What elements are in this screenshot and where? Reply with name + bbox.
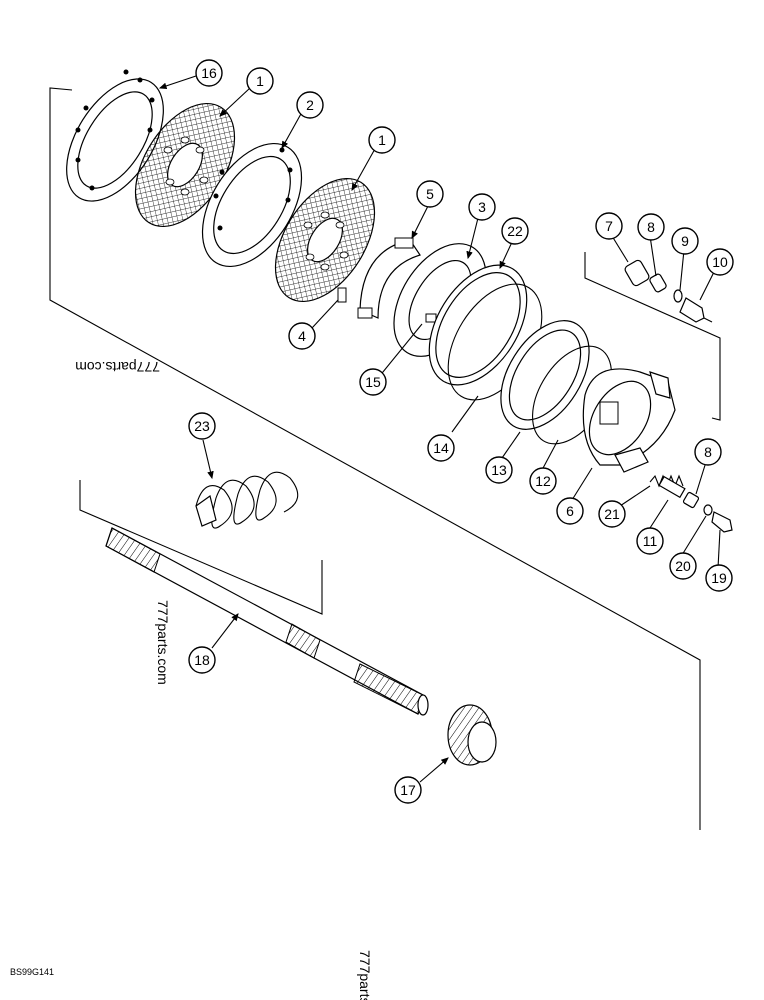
- spacer-8-upper: [649, 273, 667, 293]
- callout-2: 2: [296, 91, 324, 119]
- svg-text:1: 1: [378, 132, 386, 148]
- callout-7: 7: [595, 212, 623, 240]
- callout-10: 10: [706, 248, 734, 276]
- callout-5: 5: [416, 180, 444, 208]
- callout-1-upper: 1: [246, 67, 274, 95]
- assembly-boundary-lines: [49, 87, 721, 830]
- callout-16: 16: [195, 59, 223, 87]
- svg-text:18: 18: [194, 652, 210, 668]
- bolt-19: [711, 511, 733, 533]
- callout-15: 15: [359, 368, 387, 396]
- callout-22: 22: [501, 217, 529, 245]
- callout-23: 23: [188, 412, 216, 440]
- svg-text:17: 17: [400, 782, 416, 798]
- svg-text:14: 14: [433, 440, 449, 456]
- callout-4: 4: [288, 322, 316, 350]
- watermark-text-1: 777parts.com: [75, 359, 160, 375]
- shaft-18: [105, 527, 429, 716]
- callout-18: 18: [188, 646, 216, 674]
- svg-text:4: 4: [298, 328, 306, 344]
- svg-text:19: 19: [711, 570, 727, 586]
- svg-text:12: 12: [535, 473, 551, 489]
- callout-13: 13: [485, 456, 513, 484]
- callout-9: 9: [671, 227, 699, 255]
- bolt-10: [679, 297, 713, 323]
- spacer-8-lower: [682, 491, 700, 509]
- callout-21: 21: [598, 500, 626, 528]
- separator-plate-2: [201, 142, 303, 268]
- svg-text:13: 13: [491, 462, 507, 478]
- actuator-disc-5: [357, 237, 421, 319]
- svg-text:21: 21: [604, 506, 620, 522]
- svg-text:11: 11: [643, 533, 658, 549]
- callout-3: 3: [468, 193, 496, 221]
- leader-lines: [158, 75, 721, 783]
- bushing-7: [624, 259, 650, 287]
- gear-17: [447, 704, 497, 766]
- svg-text:6: 6: [566, 503, 574, 519]
- washer-9: [673, 289, 683, 303]
- svg-text:15: 15: [365, 374, 381, 390]
- svg-text:16: 16: [201, 65, 217, 81]
- svg-text:9: 9: [681, 233, 689, 249]
- figure-code: BS99G141: [10, 967, 54, 977]
- washer-20: [703, 504, 713, 516]
- callout-12: 12: [529, 467, 557, 495]
- piston-13: [500, 320, 590, 430]
- svg-text:8: 8: [704, 444, 712, 460]
- callout-11: 11: [636, 527, 664, 555]
- callout-19: 19: [705, 564, 733, 592]
- svg-text:5: 5: [426, 186, 434, 202]
- callout-1-lower: 1: [368, 126, 396, 154]
- svg-text:3: 3: [478, 199, 486, 215]
- pin-11: [658, 475, 686, 499]
- spring-23: [195, 471, 299, 529]
- housing-6: [582, 368, 676, 473]
- svg-text:7: 7: [605, 218, 613, 234]
- svg-text:22: 22: [507, 223, 523, 239]
- svg-text:23: 23: [194, 418, 210, 434]
- watermark-text-3: 777parts.com: [357, 950, 373, 1000]
- callout-14: 14: [427, 434, 455, 462]
- svg-text:2: 2: [306, 97, 314, 113]
- svg-text:20: 20: [675, 558, 691, 574]
- friction-disc-1-lower: [274, 177, 376, 303]
- callout-20: 20: [669, 552, 697, 580]
- svg-text:8: 8: [647, 219, 655, 235]
- pin-4: [337, 287, 347, 303]
- callout-17: 17: [394, 776, 422, 804]
- friction-disc-1-upper: [134, 102, 236, 228]
- svg-text:1: 1: [256, 73, 264, 89]
- svg-text:10: 10: [712, 254, 728, 270]
- watermark-text-2: 777parts.com: [155, 600, 171, 685]
- callout-8-lower: 8: [694, 438, 722, 466]
- callout-6: 6: [556, 497, 584, 525]
- ring-22: [428, 264, 528, 386]
- callout-8-upper: 8: [637, 213, 665, 241]
